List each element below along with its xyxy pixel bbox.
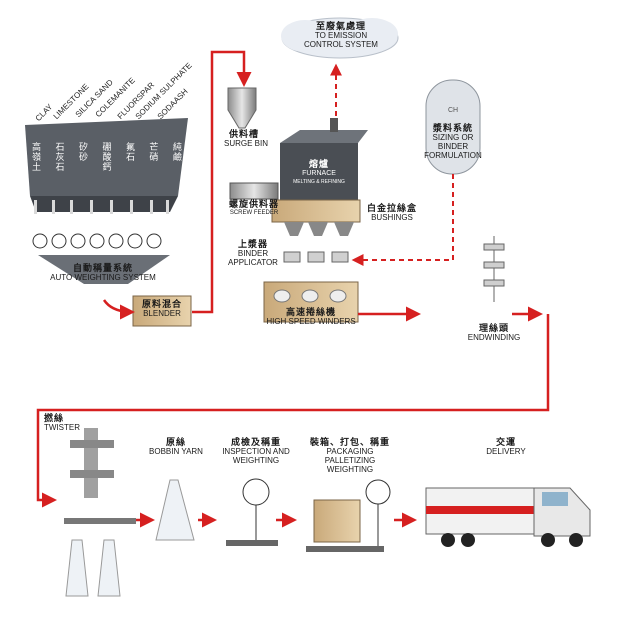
applicators xyxy=(283,251,349,263)
packaging-scale xyxy=(306,479,391,552)
weighing-funnel xyxy=(38,255,170,284)
svg-text:CH: CH xyxy=(448,107,458,114)
flow-arrows xyxy=(36,50,550,528)
surge-bin xyxy=(227,87,257,129)
furnace xyxy=(271,118,368,223)
dashed-flow-arrows xyxy=(330,63,454,266)
twister-machine xyxy=(64,428,136,597)
weigh-dials xyxy=(32,233,162,249)
endwinding-rack xyxy=(483,236,505,302)
bushings xyxy=(284,222,354,236)
sizing-tank: CH xyxy=(425,79,481,175)
emission-cloud xyxy=(281,17,399,59)
screw-feeder xyxy=(229,182,279,200)
delivery-truck xyxy=(425,487,591,547)
high-speed-winders xyxy=(263,281,359,323)
inspection-scale xyxy=(226,478,278,546)
raw-material-hopper xyxy=(25,118,188,214)
bobbin-yarn xyxy=(155,479,195,541)
hopper-labels: 高嶺土 石灰石 矽砂 硼酸鈣 氟石 芒硝 純鹼 xyxy=(32,142,182,172)
